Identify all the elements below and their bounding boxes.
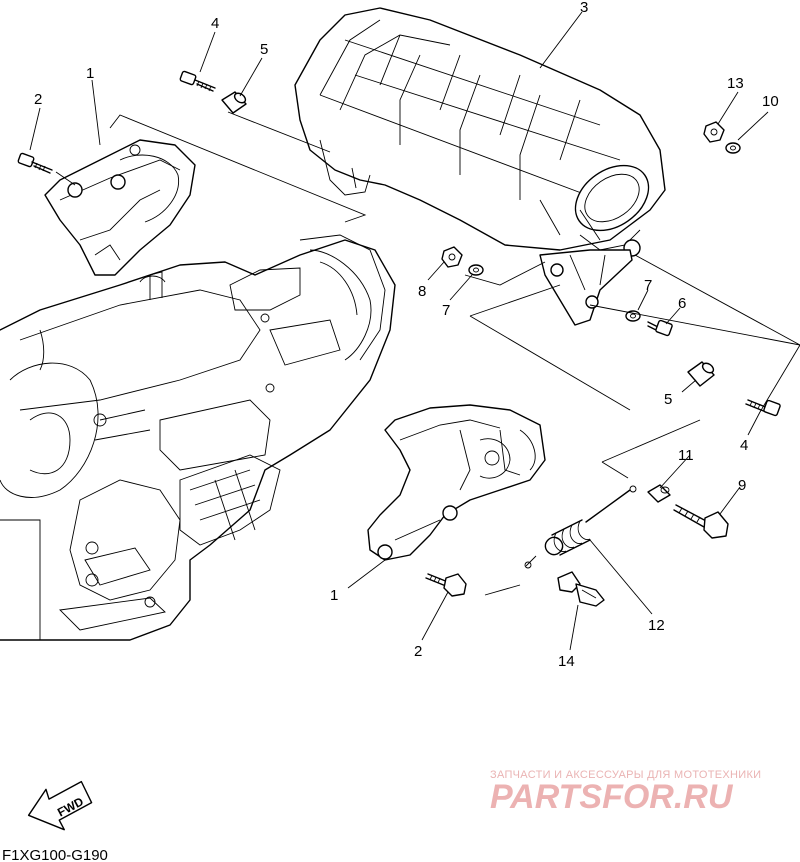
washer-7-left [468, 264, 484, 276]
callout-2-top: 2 [34, 91, 42, 108]
watermark: ЗАПЧАСТИ И АКСЕССУАРЫ ДЛЯ МОТОТЕХНИКИ PA… [490, 769, 761, 816]
callout-5-top: 5 [260, 41, 268, 58]
nut-13 [703, 121, 725, 143]
callout-5-right: 5 [664, 391, 672, 408]
bolt-bottom [425, 573, 467, 597]
callout-3: 3 [580, 0, 588, 16]
diagram-code: F1XG100-G190 [2, 847, 108, 862]
bolt-14 [557, 571, 605, 607]
callout-9: 9 [738, 477, 746, 494]
callout-11: 11 [678, 447, 694, 464]
engine-housing [0, 234, 396, 641]
fwd-arrow: FWD [27, 780, 93, 831]
collar-right [687, 361, 715, 387]
callout-7-left: 7 [442, 302, 450, 319]
assembly-lines [55, 111, 800, 596]
callout-13: 13 [727, 75, 744, 92]
collar-11 [647, 484, 671, 503]
spring-12 [524, 485, 637, 569]
callout-2-bottom: 2 [414, 643, 422, 660]
upper-left-bracket [44, 139, 196, 276]
washer-10 [725, 142, 741, 154]
bolt-6 [647, 319, 673, 337]
bolt-left [17, 152, 53, 174]
callout-4-right: 4 [740, 437, 748, 454]
watermark-subtitle: ЗАПЧАСТИ И АКСЕССУАРЫ ДЛЯ МОТОТЕХНИКИ [490, 769, 761, 781]
lower-bracket [367, 404, 546, 561]
collar-top [221, 91, 247, 114]
callout-1-bottom: 1 [330, 587, 338, 604]
bolt-right [745, 399, 781, 417]
callout-6: 6 [678, 295, 686, 312]
callout-14: 14 [558, 653, 575, 670]
leader-lines [29, 11, 769, 651]
bolt-top [179, 70, 216, 92]
callout-4-top: 4 [211, 15, 219, 32]
nut-8 [441, 246, 463, 268]
callout-12: 12 [648, 617, 665, 634]
callout-10: 10 [762, 93, 779, 110]
callout-1-top: 1 [86, 65, 94, 82]
muffler-cover [294, 7, 666, 257]
callout-labels: 1 2 4 5 1 2 4 5 7 7 3 6 8 9 10 11 12 13 … [34, 0, 779, 670]
callout-7-right: 7 [644, 277, 652, 294]
watermark-brand: PARTSFOR.RU [490, 778, 734, 816]
callout-8: 8 [418, 283, 426, 300]
bolt-9 [673, 504, 729, 539]
